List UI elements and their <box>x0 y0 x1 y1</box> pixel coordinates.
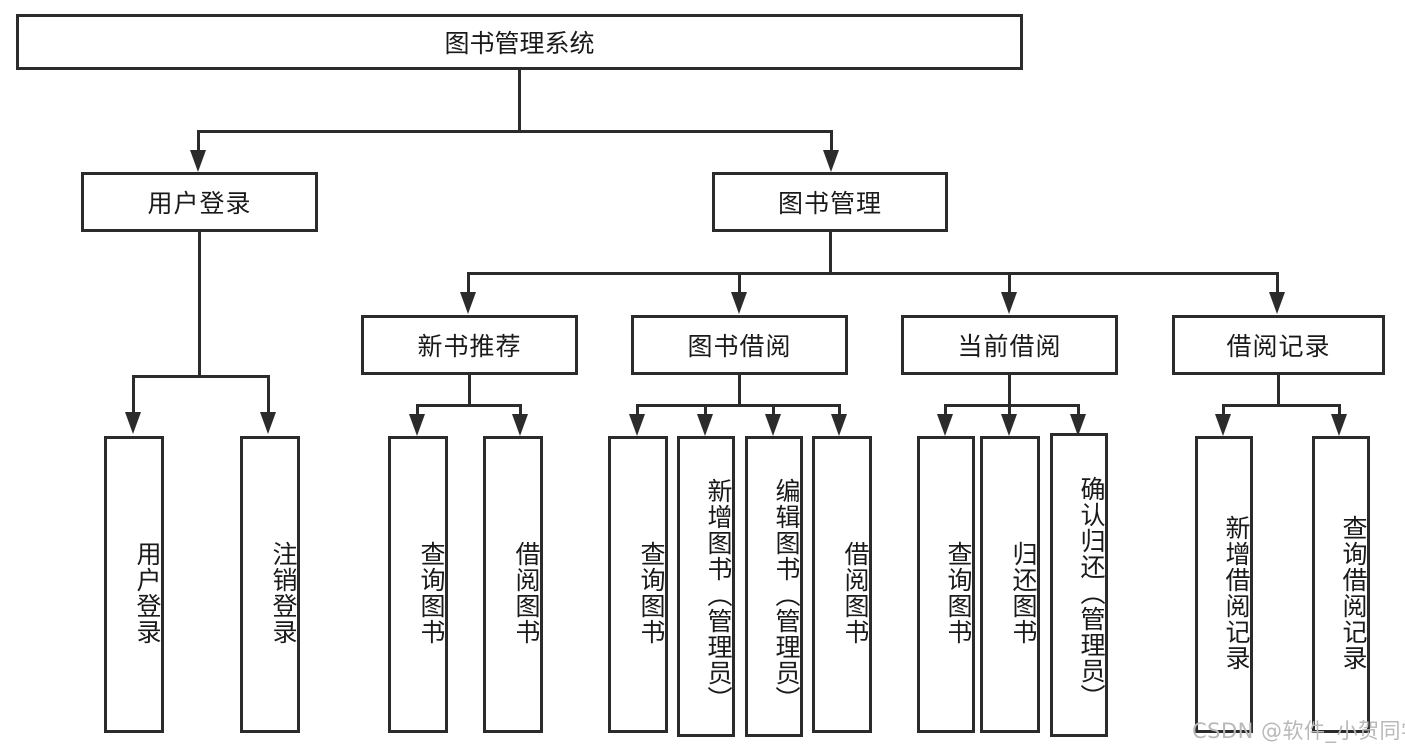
node-label: 图书管理系统 <box>444 29 595 58</box>
leaf-label: 注销登录 <box>269 540 298 645</box>
leaf-br-add-record[interactable]: 新增借阅记录 <box>1195 436 1253 733</box>
arrow-bb-leaf-3 <box>765 414 781 436</box>
node-root-system[interactable]: 图书管理系统 <box>16 14 1023 70</box>
edge-cb-leaf-1 <box>944 404 947 418</box>
leaf-cb-confirm-return-admin[interactable]: 确认归还（管理员） <box>1050 433 1108 737</box>
edge-nbr-leaf-2 <box>519 404 522 418</box>
leaf-user-login-login[interactable]: 用户登录 <box>104 436 164 733</box>
leaf-cb-query-book[interactable]: 查询图书 <box>917 436 975 733</box>
edge-book-management-stem <box>829 232 832 275</box>
edge-br-leaf-1 <box>1222 404 1225 418</box>
arrow-to-book-borrow <box>731 292 747 314</box>
node-current-borrow[interactable]: 当前借阅 <box>901 315 1118 375</box>
leaf-bb-edit-book-admin[interactable]: 编辑图书（管理员） <box>745 436 803 737</box>
edge-nbr-leaf-1 <box>416 404 419 418</box>
arrow-to-new-book-recommend <box>460 292 476 314</box>
edge-to-new-book-recommend <box>467 272 470 296</box>
arrow-to-current-borrow <box>1001 292 1017 314</box>
leaf-label: 借阅图书 <box>841 540 870 645</box>
arrow-bb-leaf-2 <box>697 414 713 436</box>
edge-new-book-recommend-bus <box>416 404 522 407</box>
node-label: 新书推荐 <box>417 332 522 361</box>
leaf-label: 归还图书 <box>1009 540 1038 645</box>
edge-root-stem <box>518 70 521 132</box>
edge-user-login-leaf-1 <box>132 375 135 415</box>
edge-cb-leaf-2 <box>1008 404 1011 418</box>
node-book-borrow[interactable]: 图书借阅 <box>631 315 848 375</box>
leaf-label: 确认归还（管理员） <box>1077 476 1106 710</box>
node-user-login[interactable]: 用户登录 <box>81 172 318 232</box>
leaf-bb-borrow-book[interactable]: 借阅图书 <box>812 436 872 733</box>
leaf-label: 编辑图书（管理员） <box>772 477 801 712</box>
leaf-bb-add-book-admin[interactable]: 新增图书（管理员） <box>677 436 735 737</box>
node-label: 用户登录 <box>147 189 252 218</box>
arrow-to-borrow-record <box>1269 292 1285 314</box>
arrow-bb-leaf-4 <box>831 414 847 436</box>
edge-borrow-record-stem <box>1277 375 1280 407</box>
leaf-user-login-logout[interactable]: 注销登录 <box>240 436 300 733</box>
arrow-user-login-leaf-2 <box>260 412 276 434</box>
arrow-cb-leaf-1 <box>937 414 953 436</box>
edge-to-book-borrow <box>738 272 741 296</box>
arrow-user-login-leaf-1 <box>125 412 141 434</box>
leaf-cb-return-book[interactable]: 归还图书 <box>980 436 1040 733</box>
node-label: 图书管理 <box>777 189 882 218</box>
node-book-management[interactable]: 图书管理 <box>712 172 948 232</box>
edge-user-login-bus <box>132 375 270 378</box>
edge-book-borrow-stem <box>738 375 741 407</box>
edge-to-current-borrow <box>1008 272 1011 296</box>
node-label: 图书借阅 <box>687 332 792 361</box>
arrow-br-leaf-1 <box>1215 414 1231 436</box>
edge-bb-leaf-4 <box>838 404 841 418</box>
edge-book-borrow-bus <box>636 404 841 407</box>
edge-current-borrow-stem <box>1008 375 1011 407</box>
leaf-nbr-borrow-book[interactable]: 借阅图书 <box>483 436 543 733</box>
leaf-br-query-record[interactable]: 查询借阅记录 <box>1312 436 1370 733</box>
arrow-nbr-leaf-1 <box>409 414 425 436</box>
leaf-label: 查询图书 <box>637 540 666 645</box>
edge-to-user-login <box>197 130 200 154</box>
leaf-bb-query-book[interactable]: 查询图书 <box>608 436 668 733</box>
leaf-label: 查询图书 <box>944 540 973 645</box>
edge-level2-bus <box>197 130 833 133</box>
node-label: 借阅记录 <box>1226 332 1331 361</box>
leaf-label: 新增图书（管理员） <box>704 477 733 712</box>
arrow-nbr-leaf-2 <box>512 414 528 436</box>
edge-user-login-leaf-2 <box>267 375 270 415</box>
edge-level3-bus <box>467 272 1279 275</box>
edge-user-login-stem <box>198 232 201 378</box>
edge-new-book-recommend-stem <box>468 375 471 407</box>
arrow-to-book-management <box>823 150 839 172</box>
edge-bb-leaf-3 <box>772 404 775 418</box>
edge-borrow-record-bus <box>1222 404 1341 407</box>
arrow-to-user-login <box>190 150 206 172</box>
arrow-bb-leaf-1 <box>629 414 645 436</box>
edge-br-leaf-2 <box>1338 404 1341 418</box>
leaf-label: 查询借阅记录 <box>1339 514 1368 671</box>
node-new-book-recommend[interactable]: 新书推荐 <box>361 315 578 375</box>
edge-to-book-management <box>830 130 833 154</box>
edge-bb-leaf-1 <box>636 404 639 418</box>
edge-cb-leaf-3 <box>1077 404 1080 418</box>
arrow-cb-leaf-2 <box>1001 414 1017 436</box>
node-borrow-record[interactable]: 借阅记录 <box>1172 315 1385 375</box>
arrow-br-leaf-2 <box>1331 414 1347 436</box>
leaf-label: 借阅图书 <box>512 540 541 645</box>
leaf-nbr-query-book[interactable]: 查询图书 <box>388 436 448 733</box>
csdn-watermark: CSDN @软件_小贺同学 <box>1192 719 1405 743</box>
node-label: 当前借阅 <box>957 332 1062 361</box>
edge-bb-leaf-2 <box>704 404 707 418</box>
edge-current-borrow-bus <box>944 404 1080 407</box>
arrow-cb-leaf-3 <box>1070 414 1086 436</box>
leaf-label: 查询图书 <box>417 540 446 645</box>
edge-to-borrow-record <box>1276 272 1279 296</box>
leaf-label: 用户登录 <box>133 540 162 645</box>
leaf-label: 新增借阅记录 <box>1222 514 1251 671</box>
